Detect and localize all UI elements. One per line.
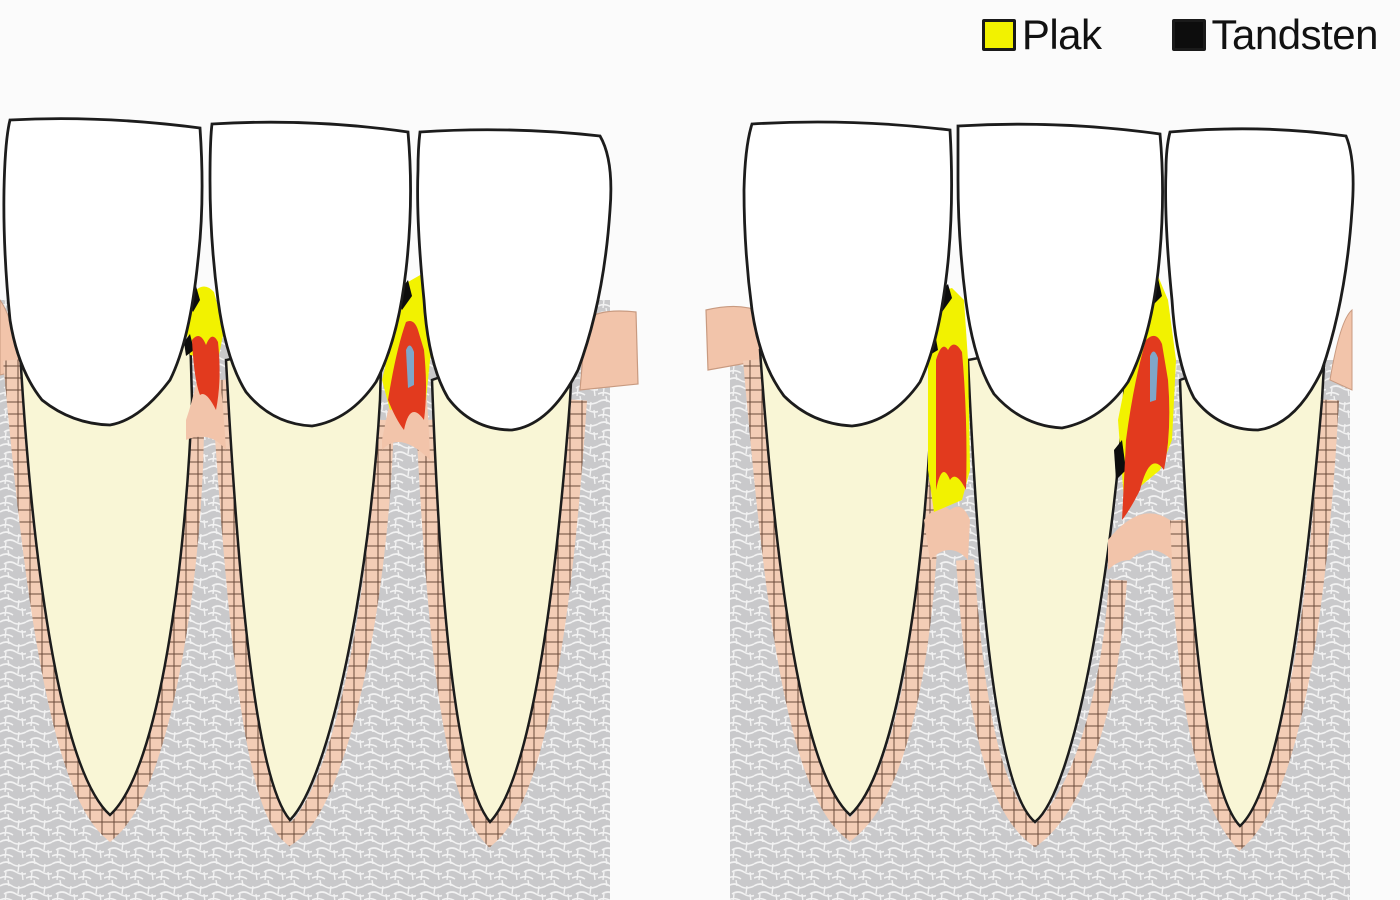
root-tooth-1	[18, 328, 194, 817]
panel-right	[705, 120, 1355, 900]
crown-tooth-3	[416, 128, 613, 432]
pdl-tooth-2	[211, 379, 394, 847]
pdl-tooth-4	[743, 359, 939, 842]
legend: Plak Tandsten	[981, 11, 1379, 58]
legend-item-calculus: Tandsten	[1171, 11, 1379, 58]
inflammation-1	[192, 336, 220, 410]
inflammation-2-inner	[406, 345, 414, 388]
crown-tooth-2	[208, 120, 412, 428]
pdl-tooth-3	[416, 399, 587, 848]
root-tooth-3	[430, 328, 576, 824]
legend-label-calculus: Tandsten	[1211, 11, 1379, 58]
pdl-tooth-5	[956, 559, 1127, 848]
crown-tooth-5	[956, 122, 1164, 430]
root-tooth-5	[966, 328, 1128, 824]
root-tooth-2	[224, 328, 384, 822]
pdl-tooth-1	[3, 359, 204, 843]
calculus-7	[1114, 440, 1126, 480]
legend-label-plaque: Plak	[1021, 11, 1102, 58]
root-tooth-4	[758, 328, 934, 817]
legend-item-plaque: Plak	[981, 11, 1102, 58]
papilla-3-gingiva	[924, 506, 970, 560]
inflammation-4-inner	[1150, 351, 1158, 402]
inflammation-2	[388, 321, 426, 430]
plaque-swatch	[981, 19, 1016, 51]
crown-tooth-6	[1164, 127, 1355, 432]
papilla-4-gingiva	[1108, 513, 1172, 570]
inflammation-3	[936, 344, 967, 490]
crown-tooth-4	[742, 120, 953, 428]
pdl-tooth-6	[1169, 399, 1339, 852]
calculus-3	[184, 334, 194, 356]
gingiva-right-edge-r	[1329, 308, 1353, 391]
root-tooth-6	[1178, 328, 1328, 828]
crown-tooth-1	[2, 117, 204, 427]
panel-left	[0, 117, 639, 900]
calculus-swatch	[1171, 19, 1206, 51]
inflammation-4	[1122, 335, 1170, 520]
